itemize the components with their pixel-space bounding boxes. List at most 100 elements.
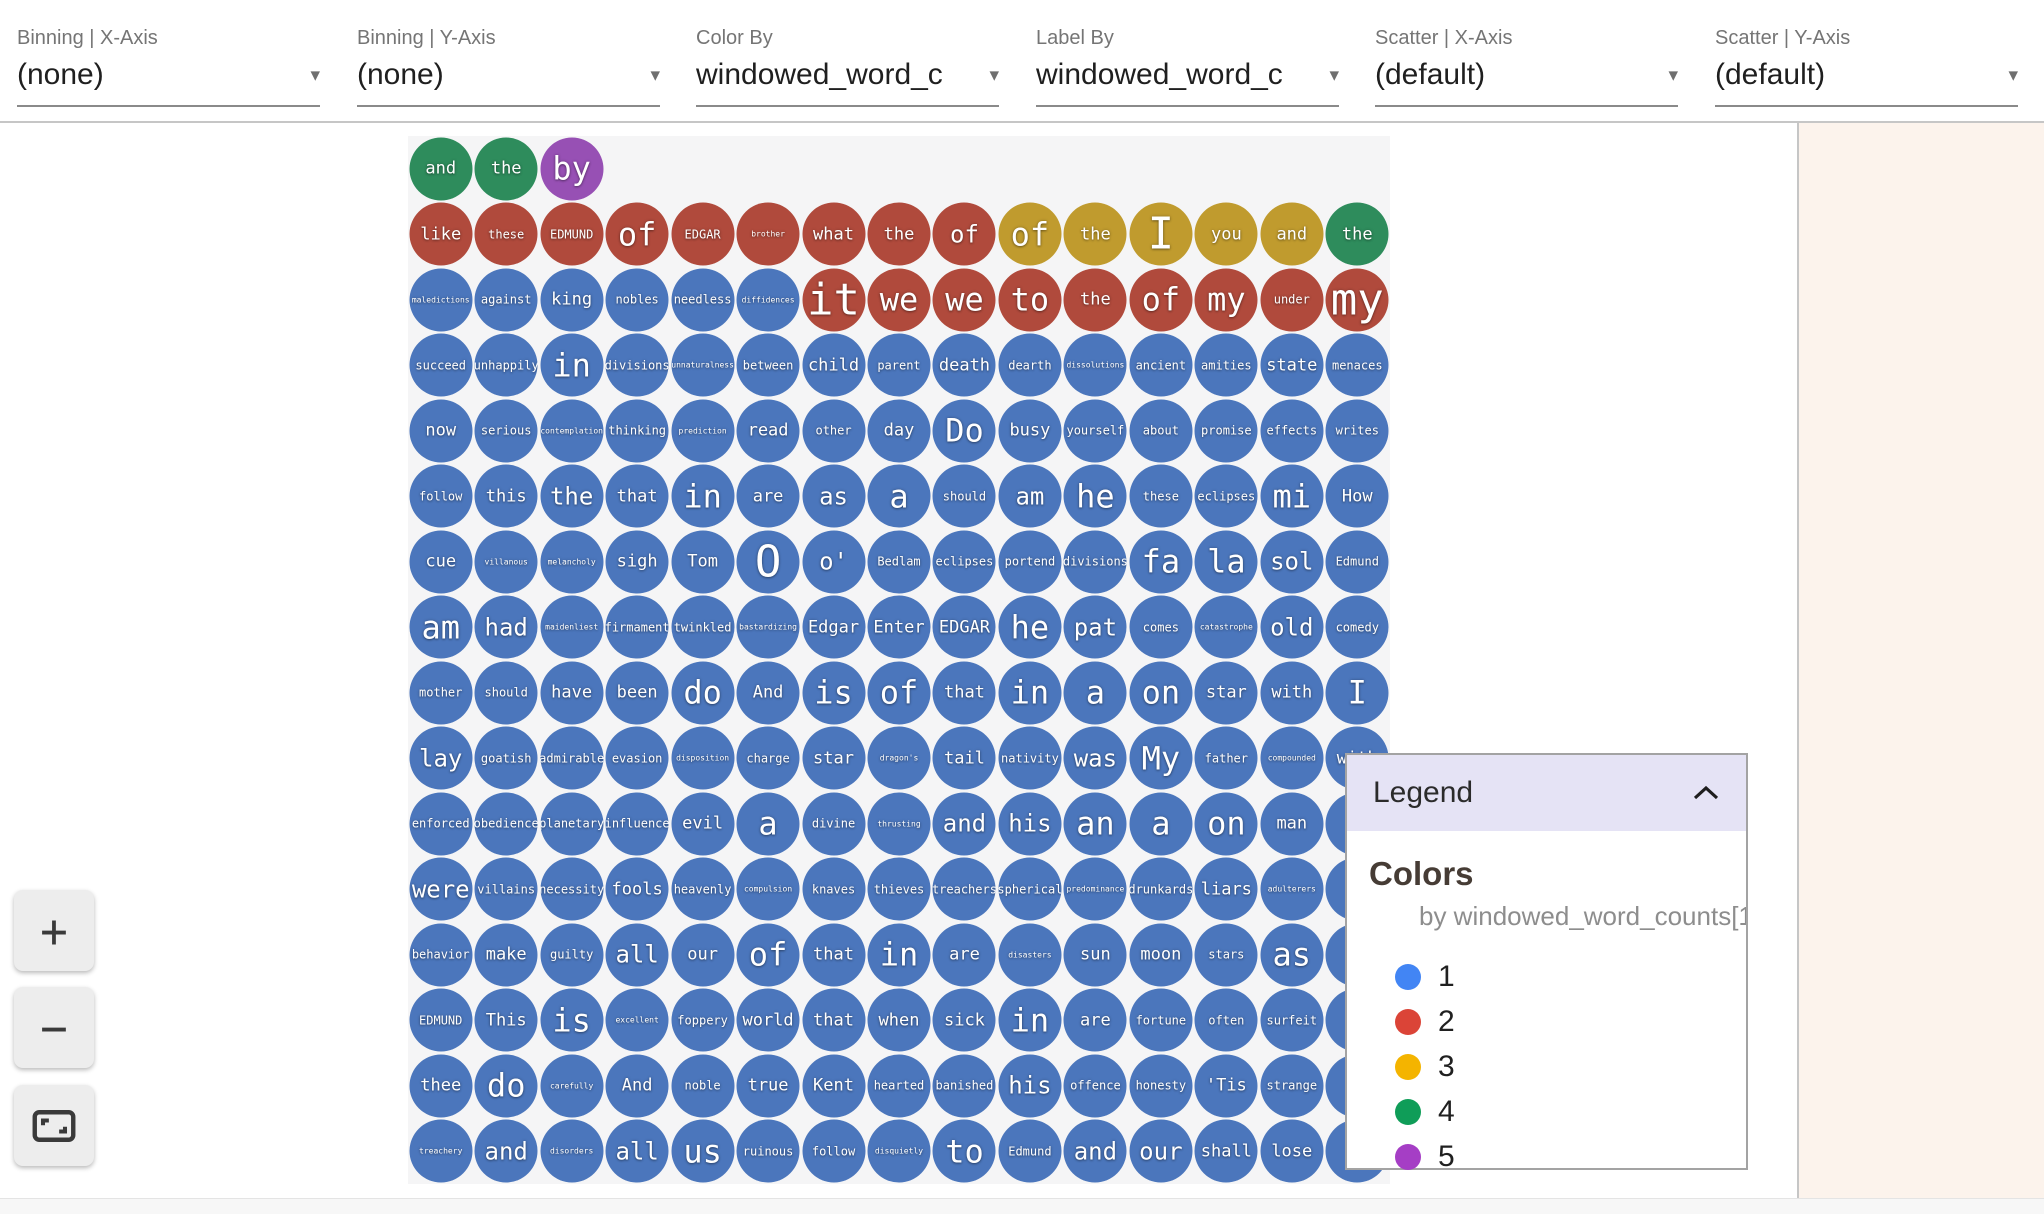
word-bubble[interactable]: the [867, 202, 931, 266]
word-bubble[interactable]: succeed [409, 333, 473, 397]
word-bubble[interactable]: shall [1194, 1119, 1258, 1183]
word-bubble[interactable]: should [474, 661, 538, 725]
word-bubble[interactable]: Enter [867, 595, 931, 659]
word-bubble[interactable]: portend [998, 530, 1062, 594]
word-bubble[interactable]: that [802, 988, 866, 1052]
word-bubble[interactable]: Bedlam [867, 530, 931, 594]
word-bubble[interactable]: a [1129, 792, 1193, 856]
word-bubble[interactable]: that [605, 464, 669, 528]
word-bubble[interactable]: an [1063, 792, 1127, 856]
word-bubble[interactable]: brother [736, 202, 800, 266]
word-bubble[interactable]: on [1129, 661, 1193, 725]
word-bubble[interactable]: serious [474, 399, 538, 463]
word-bubble[interactable]: influence [605, 792, 669, 856]
word-bubble[interactable]: of [932, 202, 996, 266]
word-bubble[interactable]: adulterers [1260, 857, 1324, 921]
word-bubble[interactable]: we [867, 268, 931, 332]
word-bubble[interactable]: o' [802, 530, 866, 594]
word-bubble[interactable]: Edgar [802, 595, 866, 659]
word-bubble[interactable]: busy [998, 399, 1062, 463]
word-bubble[interactable]: EDMUND [409, 988, 473, 1052]
dropdown-scatter-y-axis[interactable]: Scatter | Y-Axis (default) ▾ [1715, 26, 2018, 107]
word-bubble[interactable]: I [1129, 202, 1193, 266]
word-bubble[interactable]: behavior [409, 923, 473, 987]
word-bubble[interactable]: star [1194, 661, 1258, 725]
word-bubble[interactable]: ancient [1129, 333, 1193, 397]
word-bubble[interactable]: to [998, 268, 1062, 332]
word-bubble[interactable]: stars [1194, 923, 1258, 987]
word-bubble[interactable]: he [1063, 464, 1127, 528]
word-bubble[interactable]: bastardizing [736, 595, 800, 659]
fit-to-screen-button[interactable] [14, 1085, 94, 1166]
word-bubble[interactable]: pat [1063, 595, 1127, 659]
word-bubble[interactable]: by [540, 137, 604, 201]
word-bubble[interactable]: a [1063, 661, 1127, 725]
word-bubble[interactable]: maidenliest [540, 595, 604, 659]
word-bubble[interactable]: my [1194, 268, 1258, 332]
word-bubble[interactable]: catastrophe [1194, 595, 1258, 659]
word-bubble[interactable]: have [540, 661, 604, 725]
word-bubble[interactable]: star [802, 726, 866, 790]
word-bubble[interactable]: sol [1260, 530, 1324, 594]
word-bubble[interactable]: eclipses [1194, 464, 1258, 528]
word-bubble[interactable]: promise [1194, 399, 1258, 463]
word-bubble[interactable]: knaves [802, 857, 866, 921]
word-bubble[interactable]: do [474, 1054, 538, 1118]
word-bubble[interactable]: all [605, 1119, 669, 1183]
word-bubble[interactable]: were [409, 857, 473, 921]
word-bubble[interactable]: EDGAR [671, 202, 735, 266]
word-bubble[interactable]: planetary [540, 792, 604, 856]
word-bubble[interactable]: admirable [540, 726, 604, 790]
word-bubble[interactable]: spherical [998, 857, 1062, 921]
word-bubble[interactable]: treachery [409, 1119, 473, 1183]
word-bubble[interactable]: been [605, 661, 669, 725]
word-bubble[interactable]: in [998, 661, 1062, 725]
word-bubble[interactable]: these [1129, 464, 1193, 528]
word-bubble[interactable]: between [736, 333, 800, 397]
word-bubble[interactable]: the [1063, 268, 1127, 332]
word-bubble[interactable]: Edmund [998, 1119, 1062, 1183]
word-bubble[interactable]: world [736, 988, 800, 1052]
word-bubble[interactable]: am [409, 595, 473, 659]
word-bubble[interactable]: am [998, 464, 1062, 528]
word-bubble[interactable]: ruinous [736, 1119, 800, 1183]
word-bubble[interactable]: of [736, 923, 800, 987]
word-bubble[interactable]: was [1063, 726, 1127, 790]
dropdown-value-row[interactable]: windowed_word_c ▾ [1036, 58, 1339, 107]
word-bubble[interactable]: and [1063, 1119, 1127, 1183]
word-bubble[interactable]: my [1325, 268, 1389, 332]
word-bubble[interactable]: in [867, 923, 931, 987]
word-bubble[interactable]: contemplation [540, 399, 604, 463]
word-bubble[interactable]: on [1194, 792, 1258, 856]
word-bubble[interactable]: under [1260, 268, 1324, 332]
word-bubble[interactable]: eclipses [932, 530, 996, 594]
word-bubble[interactable]: comes [1129, 595, 1193, 659]
word-bubble[interactable]: his [998, 1054, 1062, 1118]
dropdown-label-by[interactable]: Label By windowed_word_c ▾ [1036, 26, 1339, 107]
word-bubble[interactable]: EDMUND [540, 202, 604, 266]
word-bubble[interactable]: hearted [867, 1054, 931, 1118]
word-bubble[interactable]: And [605, 1054, 669, 1118]
word-bubble[interactable]: king [540, 268, 604, 332]
word-bubble[interactable]: firmament [605, 595, 669, 659]
word-bubble[interactable]: fools [605, 857, 669, 921]
word-bubble[interactable]: lose [1260, 1119, 1324, 1183]
word-bubble[interactable]: in [540, 333, 604, 397]
word-bubble[interactable]: goatish [474, 726, 538, 790]
word-bubble[interactable]: disquietly [867, 1119, 931, 1183]
word-bubble[interactable]: divisions [1063, 530, 1127, 594]
dropdown-value-row[interactable]: (default) ▾ [1375, 58, 1678, 107]
word-bubble[interactable]: death [932, 333, 996, 397]
word-bubble[interactable]: all [605, 923, 669, 987]
word-bubble[interactable]: noble [671, 1054, 735, 1118]
word-bubble[interactable]: surfeit [1260, 988, 1324, 1052]
word-bubble[interactable]: unnaturalness [671, 333, 735, 397]
word-bubble[interactable]: EDGAR [932, 595, 996, 659]
word-bubble[interactable]: foppery [671, 988, 735, 1052]
word-bubble[interactable]: dragon's [867, 726, 931, 790]
word-bubble[interactable]: dissolutions [1063, 333, 1127, 397]
word-bubble[interactable]: carefully [540, 1054, 604, 1118]
word-bubble[interactable]: maledictions [409, 268, 473, 332]
word-bubble[interactable]: banished [932, 1054, 996, 1118]
word-bubble[interactable]: sun [1063, 923, 1127, 987]
